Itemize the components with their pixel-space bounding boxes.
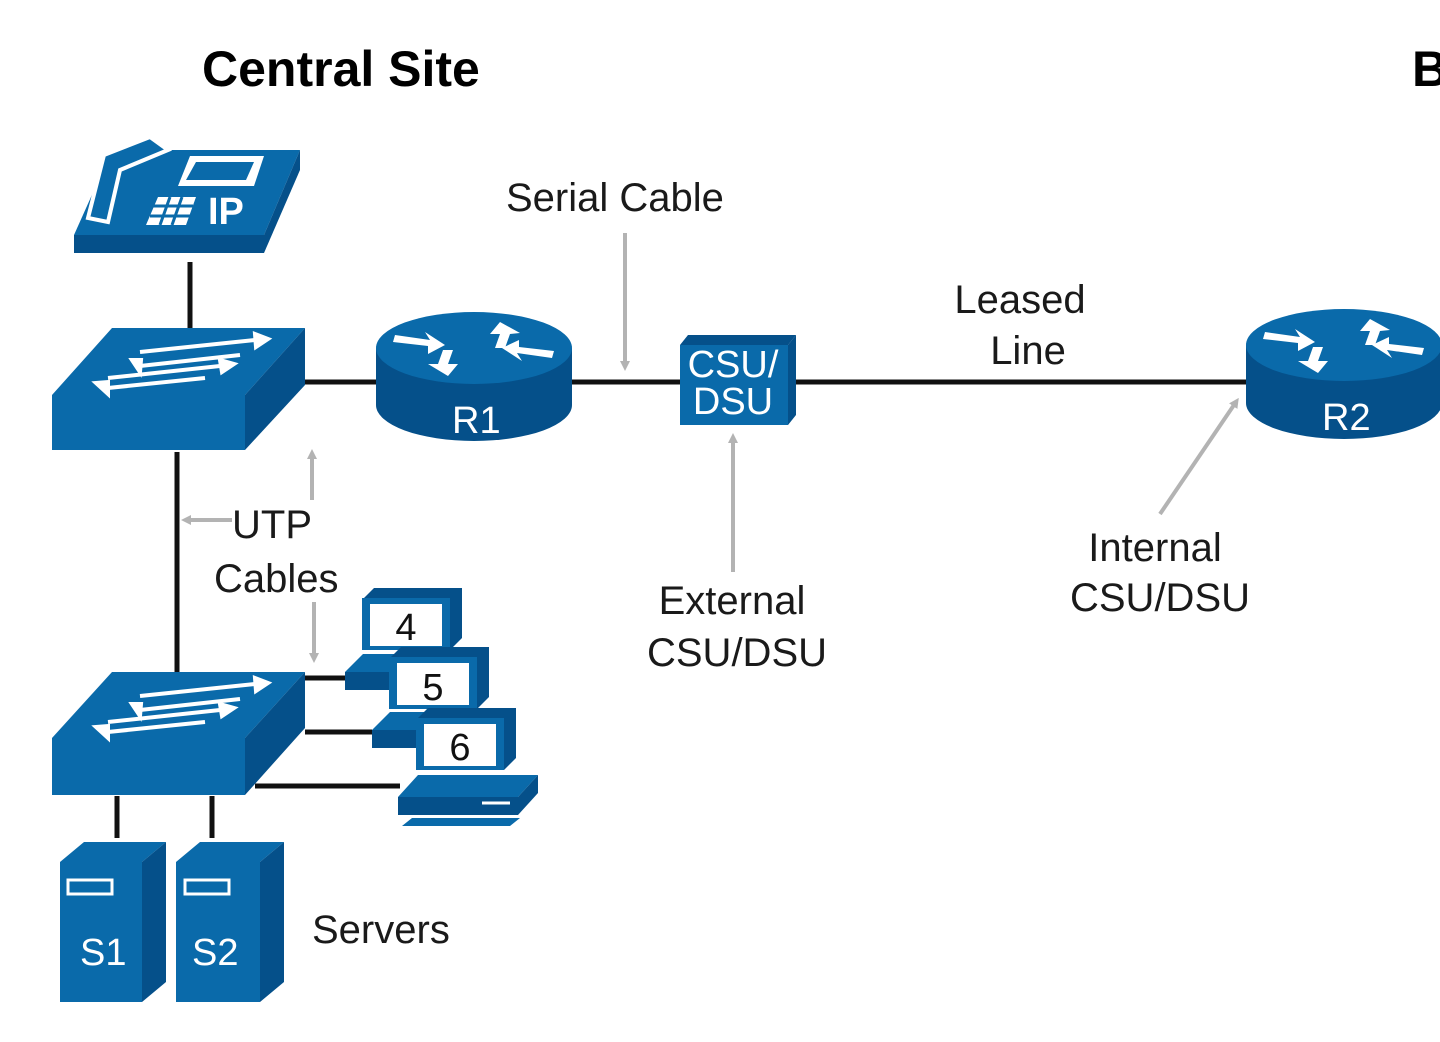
router-r1-icon: R1	[376, 312, 572, 442]
label-line: Line	[990, 329, 1066, 373]
label-external-csu-dsu: CSU/DSU	[647, 631, 827, 675]
title-central-site: Central Site	[202, 41, 480, 97]
pc-6-icon: 6	[398, 708, 538, 826]
label-serial-cable: Serial Cable	[506, 176, 724, 220]
label-cables: Cables	[214, 557, 339, 601]
label-servers: Servers	[312, 908, 450, 952]
label-external: External	[659, 579, 806, 623]
server-s1-label: S1	[80, 932, 126, 974]
server-s2-label: S2	[192, 932, 238, 974]
router-r2-icon: R2	[1246, 309, 1440, 439]
router-r1-label: R1	[452, 400, 501, 442]
pc-5-label: 5	[422, 667, 443, 709]
label-utp: UTP	[232, 503, 312, 547]
external-csu-dsu-icon: CSU/ DSU	[680, 335, 796, 425]
arrow-internal-csu	[1158, 397, 1239, 516]
server-s2-icon: S2	[176, 842, 284, 1002]
router-r2-label: R2	[1322, 397, 1371, 439]
label-leased: Leased	[954, 278, 1085, 322]
annotation-arrows	[181, 233, 1239, 663]
phone-label: IP	[208, 191, 244, 233]
pc-6-label: 6	[449, 727, 470, 769]
csu-label-line2: DSU	[693, 381, 773, 423]
pc-4-label: 4	[395, 607, 416, 649]
switch-2-icon	[52, 672, 305, 795]
wires	[114, 262, 1250, 838]
csu-label-line1: CSU/	[688, 344, 779, 386]
switch-1-icon	[52, 328, 305, 450]
ip-phone-icon: IP	[74, 134, 300, 253]
server-s1-icon: S1	[60, 842, 166, 1002]
label-internal-csu-dsu: CSU/DSU	[1070, 576, 1250, 620]
label-internal: Internal	[1088, 526, 1221, 570]
title-branch-site: B	[1412, 41, 1440, 97]
